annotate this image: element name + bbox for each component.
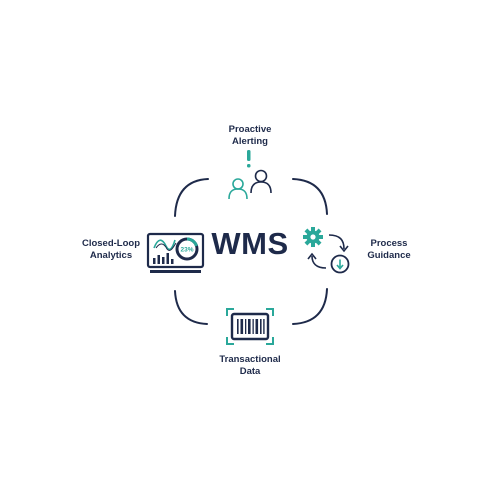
gear-cycle-icon xyxy=(303,227,350,274)
node-label-right-line1: Process xyxy=(370,238,408,249)
arc-top-right xyxy=(292,178,328,215)
node-label-top-line2: Alerting xyxy=(232,136,268,147)
node-label-bottom: Transactional Data xyxy=(207,354,293,378)
arc-bottom-left xyxy=(174,290,208,325)
gauge-percent: 23% xyxy=(180,247,193,254)
barcode-scan-icon xyxy=(226,308,274,345)
node-label-bottom-line2: Data xyxy=(239,366,261,377)
node-label-right: Process Guidance xyxy=(352,238,426,262)
node-label-right-line2: Guidance xyxy=(367,250,411,261)
dashboard-monitor-icon xyxy=(146,232,205,273)
center-title: WMS xyxy=(211,226,289,261)
node-label-left-line1: Closed-Loop xyxy=(81,238,141,249)
node-label-left-line2: Analytics xyxy=(89,250,133,261)
arc-bottom-right xyxy=(292,288,328,325)
node-label-bottom-line1: Transactional xyxy=(219,354,281,365)
users-alert-icon xyxy=(228,150,272,200)
arc-top-left xyxy=(174,178,209,217)
node-label-top: Proactive Alerting xyxy=(213,124,287,148)
node-label-left: Closed-Loop Analytics xyxy=(74,238,148,262)
node-label-top-line1: Proactive xyxy=(228,124,272,135)
